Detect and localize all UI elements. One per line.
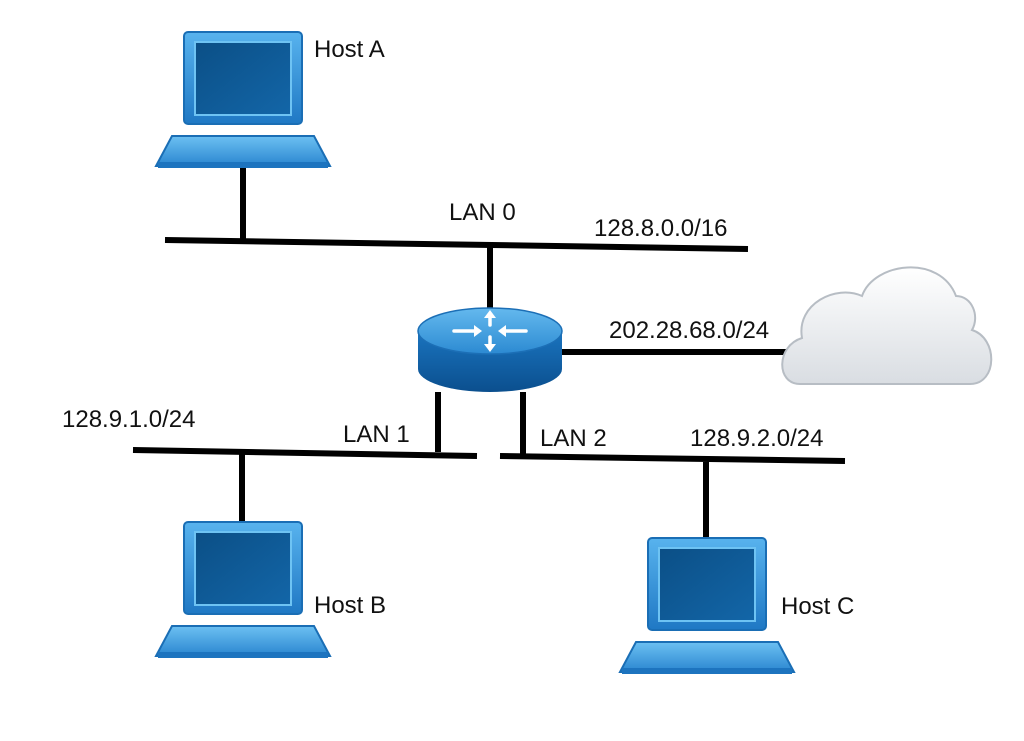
cloud-icon: [781, 266, 993, 385]
lan2-label: LAN 2: [540, 425, 607, 452]
host-a-label: Host A: [314, 36, 385, 63]
host-a-laptop-icon: [155, 31, 331, 169]
router-icon: [417, 307, 563, 392]
lan2-subnet-label: 128.9.2.0/24: [690, 425, 823, 452]
lan1-label: LAN 1: [343, 421, 410, 448]
lan0-segment: [164, 237, 749, 252]
host-b-laptop-icon: [155, 521, 331, 659]
lan0-label: LAN 0: [449, 199, 516, 226]
lan1-segment: [132, 447, 478, 459]
lan2-segment: [499, 453, 846, 464]
host-b-label: Host B: [314, 592, 386, 619]
host-c-laptop-icon: [619, 537, 795, 675]
lan0-subnet-label: 128.8.0.0/16: [594, 215, 727, 242]
external-subnet-label: 202.28.68.0/24: [609, 317, 769, 344]
lan1-subnet-label: 128.9.1.0/24: [62, 406, 195, 433]
host-c-label: Host C: [781, 593, 854, 620]
links: [132, 168, 846, 538]
